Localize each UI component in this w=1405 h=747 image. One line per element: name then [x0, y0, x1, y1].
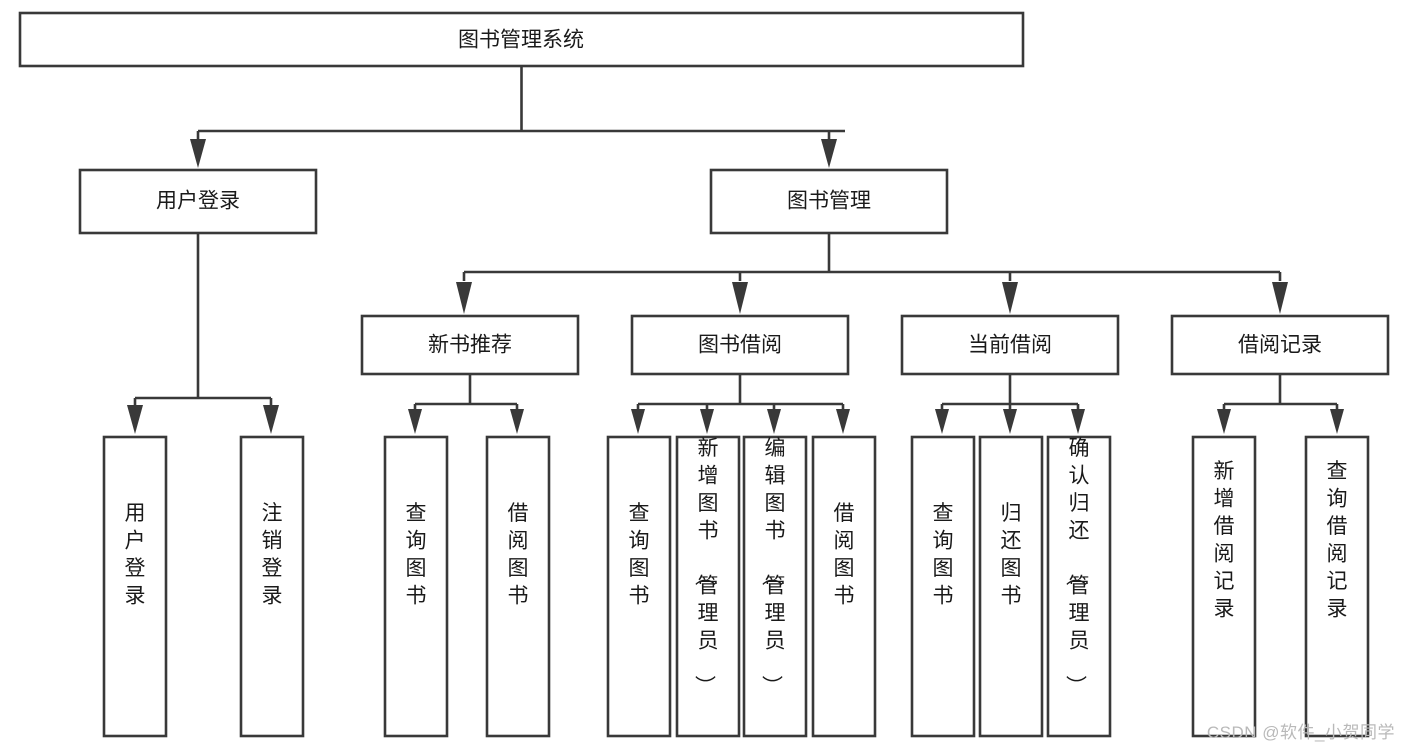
- node-new-book-recommend-box[interactable]: [360, 314, 580, 376]
- arrowhead-borrow-record: [1272, 282, 1288, 314]
- leaf-node-borrowrecord-add-record[interactable]: 新增借阅记录: [1191, 435, 1257, 738]
- arrowhead-leaf-user-login: [127, 405, 143, 434]
- leaf-label: 查询图书: [629, 502, 650, 608]
- leaf-node-bookborrow-add-book[interactable]: 新增图书（管理员）: [675, 435, 741, 738]
- leaf-label: 查询图书: [406, 502, 427, 608]
- arrowhead-bookborrow-leaf-3: [767, 409, 781, 434]
- arrowhead-book-mgmt: [821, 139, 837, 168]
- node-user-login[interactable]: 用户登录: [78, 168, 318, 235]
- arrowhead-new-book: [456, 282, 472, 314]
- arrowhead-newbook-leaf-2: [510, 409, 524, 434]
- leaf-label: 查询图书: [933, 502, 954, 608]
- leaf-box[interactable]: [102, 435, 168, 738]
- leaf-label: 编辑图书（管理员）: [760, 437, 786, 696]
- leaf-box[interactable]: [742, 435, 808, 738]
- leaf-box[interactable]: [811, 435, 877, 738]
- leaf-node-currentborrow-confirm-return[interactable]: 确认归还（管理员）: [1046, 435, 1112, 738]
- node-user-login-label: 用户登录: [156, 190, 240, 213]
- arrowhead-user-login: [190, 139, 206, 168]
- node-new-book-recommend[interactable]: 新书推荐: [360, 314, 580, 376]
- leaf-node-newbook-query-book[interactable]: 查询图书: [383, 435, 449, 738]
- leaf-box[interactable]: [910, 435, 976, 738]
- leaf-label: 注销登录: [262, 502, 283, 608]
- leaf-node-bookborrow-edit-book[interactable]: 编辑图书（管理员）: [742, 435, 808, 738]
- connector-layer: [127, 66, 1344, 434]
- leaf-box[interactable]: [239, 435, 305, 738]
- leaf-label: 新增借阅记录: [1214, 460, 1235, 621]
- arrowhead-current-borrow: [1002, 282, 1018, 314]
- arrowhead-currentborrow-leaf-3: [1071, 409, 1085, 434]
- leaf-box[interactable]: [1304, 435, 1370, 738]
- arrowhead-borrowrecord-leaf-1: [1217, 409, 1231, 434]
- leaf-box[interactable]: [978, 435, 1044, 738]
- leaf-label: 用户登录: [125, 502, 146, 608]
- leaf-label: 借阅图书: [508, 502, 529, 608]
- arrowhead-currentborrow-leaf-2: [1003, 409, 1017, 434]
- arrowhead-bookborrow-leaf-4: [836, 409, 850, 434]
- node-book-borrow[interactable]: 图书借阅: [630, 314, 850, 376]
- node-user-login-box[interactable]: [78, 168, 318, 235]
- node-book-management-label: 图书管理: [787, 190, 871, 213]
- leaf-box[interactable]: [485, 435, 551, 738]
- node-book-management[interactable]: 图书管理: [709, 168, 949, 235]
- leaf-box[interactable]: [1191, 435, 1257, 738]
- leaf-node-bookborrow-borrow-book[interactable]: 借阅图书: [811, 435, 877, 738]
- arrowhead-bookborrow-leaf-1: [631, 409, 645, 434]
- arrowhead-book-borrow: [732, 282, 748, 314]
- leaf-box[interactable]: [1046, 435, 1112, 738]
- node-root-book-management-system[interactable]: 图书管理系统: [18, 11, 1025, 68]
- node-root-label: 图书管理系统: [458, 29, 584, 52]
- leaf-label: 借阅图书: [834, 502, 855, 608]
- node-root-box[interactable]: [18, 11, 1025, 68]
- node-book-management-box[interactable]: [709, 168, 949, 235]
- leaf-label: 查询借阅记录: [1327, 460, 1348, 621]
- node-new-book-recommend-label: 新书推荐: [428, 334, 512, 357]
- leaf-node-user-login-login[interactable]: 用户登录: [102, 435, 168, 738]
- arrowhead-leaf-logout: [263, 405, 279, 434]
- leaf-node-borrowrecord-query-record[interactable]: 查询借阅记录: [1304, 435, 1370, 738]
- leaf-node-newbook-borrow-book[interactable]: 借阅图书: [485, 435, 551, 738]
- node-borrow-record-label: 借阅记录: [1238, 334, 1322, 357]
- node-borrow-record[interactable]: 借阅记录: [1170, 314, 1390, 376]
- node-current-borrow[interactable]: 当前借阅: [900, 314, 1120, 376]
- arrowhead-currentborrow-leaf-1: [935, 409, 949, 434]
- leaf-node-bookborrow-query-book[interactable]: 查询图书: [606, 435, 672, 738]
- leaf-label: 归还图书: [1001, 502, 1022, 608]
- node-book-borrow-label: 图书借阅: [698, 334, 782, 357]
- leaf-box[interactable]: [675, 435, 741, 738]
- node-book-borrow-box[interactable]: [630, 314, 850, 376]
- node-borrow-record-box[interactable]: [1170, 314, 1390, 376]
- arrowhead-bookborrow-leaf-2: [700, 409, 714, 434]
- leaf-box[interactable]: [606, 435, 672, 738]
- leaf-node-currentborrow-query-book[interactable]: 查询图书: [910, 435, 976, 738]
- leaf-node-currentborrow-return-book[interactable]: 归还图书: [978, 435, 1044, 738]
- leaf-label: 确认归还（管理员）: [1064, 437, 1090, 696]
- node-current-borrow-box[interactable]: [900, 314, 1120, 376]
- leaf-box[interactable]: [383, 435, 449, 738]
- arrowhead-borrowrecord-leaf-2: [1330, 409, 1344, 434]
- leaf-node-user-login-logout[interactable]: 注销登录: [239, 435, 305, 738]
- node-current-borrow-label: 当前借阅: [968, 334, 1052, 357]
- leaf-label: 新增图书（管理员）: [693, 437, 719, 696]
- arrowhead-newbook-leaf-1: [408, 409, 422, 434]
